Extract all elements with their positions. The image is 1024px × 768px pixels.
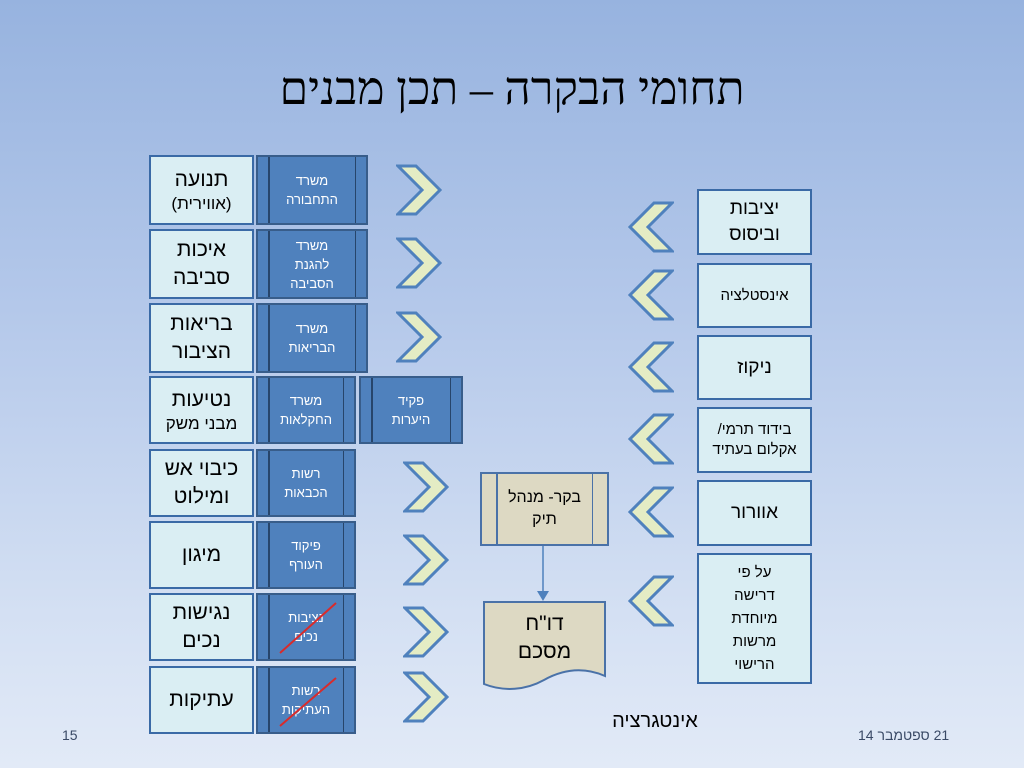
property-label: אינסטלציה — [720, 286, 789, 304]
summary-report-label: דו"ח מסכם — [517, 612, 572, 663]
integration-label: אינטגרציה — [612, 709, 698, 732]
topic-environment: איכות סביבה — [149, 229, 254, 299]
topic-public-health: בריאות הציבור — [149, 303, 254, 373]
inspector-box: בקר- מנהל תיק — [480, 472, 609, 546]
chevron-right-icon — [403, 606, 449, 658]
slide-date: 21 ספטמבר 14 — [858, 727, 950, 743]
property-label: אוורור — [730, 502, 779, 523]
topic-main: מיגון — [181, 543, 222, 566]
chevron-left-icon — [628, 413, 674, 465]
org-label: פקיד היערות — [391, 393, 431, 427]
property-insulation: בידוד תרמי/ אקלום בעתיד — [697, 407, 812, 473]
chevron-left-icon — [628, 486, 674, 538]
topic-traffic: תנועה (אווירית) — [149, 155, 254, 225]
topic-sub: מבני משק — [165, 414, 238, 433]
chevron-right-icon — [403, 534, 449, 586]
org-label: רשות הכבאות — [284, 466, 328, 500]
org-antiquities-authority: רשות העתיקות — [256, 666, 356, 734]
org-agriculture-ministry: משרד החקלאות — [256, 376, 356, 444]
org-label: משרד התחבורה — [286, 173, 338, 207]
property-plumbing: אינסטלציה — [697, 263, 812, 328]
topic-main: עתיקות — [169, 688, 234, 711]
page-number: 15 — [62, 727, 78, 743]
property-label: ניקוז — [737, 356, 772, 378]
org-environment-ministry: משרד להגנת הסביבה — [256, 229, 368, 299]
property-stability: יציבות וביסוס — [697, 189, 812, 255]
org-label: משרד הבריאות — [288, 321, 336, 355]
chevron-left-icon — [628, 269, 674, 321]
topic-main: נגישות נכים — [172, 601, 231, 652]
topic-antiquities: עתיקות — [149, 666, 254, 734]
property-special-request: על פי דרישה מיוחדת מרשות הרישוי — [697, 553, 812, 684]
chevron-left-icon — [628, 201, 674, 253]
cross-out-mark — [279, 602, 337, 654]
topic-protection: מיגון — [149, 521, 254, 589]
org-fire-authority: רשות הכבאות — [256, 449, 356, 517]
topic-sub: (אווירית) — [171, 194, 232, 213]
org-label: משרד החקלאות — [280, 393, 332, 427]
org-disability-commission: נציבות נכים — [256, 593, 356, 661]
inspector-label: בקר- מנהל תיק — [508, 489, 581, 528]
slide-title: תחומי הבקרה – תכן מבנים — [279, 63, 745, 114]
chevron-left-icon — [628, 575, 674, 627]
property-ventilation: אוורור — [697, 480, 812, 546]
property-label: יציבות וביסוס — [729, 198, 780, 245]
property-label: על פי דרישה מיוחדת מרשות הרישוי — [731, 564, 778, 673]
org-label: משרד להגנת הסביבה — [290, 237, 334, 291]
topic-main: כיבוי אש ומילוט — [164, 457, 239, 508]
property-label: בידוד תרמי/ אקלום בעתיד — [712, 421, 797, 458]
chevron-left-icon — [628, 341, 674, 393]
chevron-right-icon — [403, 461, 449, 513]
org-health-ministry: משרד הבריאות — [256, 303, 368, 373]
summary-report-shape — [483, 601, 606, 690]
chevron-right-icon — [403, 671, 449, 723]
down-arrow-icon — [537, 546, 549, 601]
org-label: פיקוד העורף — [289, 538, 323, 572]
topic-main: איכות סביבה — [172, 238, 231, 289]
topic-main: נטיעות — [171, 388, 232, 411]
topic-fire: כיבוי אש ומילוט — [149, 449, 254, 517]
org-forest-officer: פקיד היערות — [359, 376, 463, 444]
topic-main: בריאות הציבור — [170, 312, 233, 363]
topic-main: תנועה — [174, 168, 229, 191]
org-transport-ministry: משרד התחבורה — [256, 155, 368, 225]
chevron-right-icon — [396, 237, 442, 289]
topic-accessibility: נגישות נכים — [149, 593, 254, 661]
topic-plantings: נטיעות מבני משק — [149, 376, 254, 444]
cross-out-mark — [279, 677, 337, 727]
property-drainage: ניקוז — [697, 335, 812, 400]
org-home-front-command: פיקוד העורף — [256, 521, 356, 589]
chevron-right-icon — [396, 311, 442, 363]
chevron-right-icon — [396, 164, 442, 216]
